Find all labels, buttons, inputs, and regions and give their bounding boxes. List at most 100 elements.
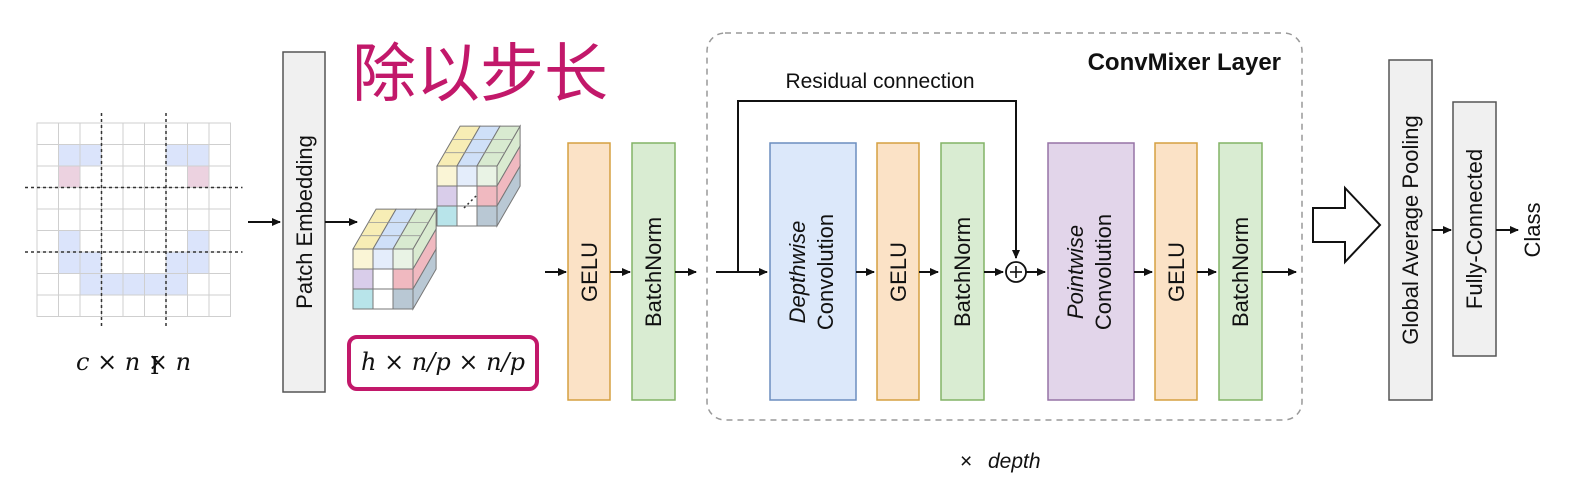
pixel-cell (101, 122, 124, 145)
pixel-cell (208, 122, 231, 145)
depthwise-label: Convolution (813, 214, 838, 330)
pixel-cell (101, 273, 124, 296)
pixel-cell (122, 294, 145, 317)
cube-front-cell (456, 205, 478, 227)
layer-batchnorm-1-label: BatchNorm (950, 217, 975, 327)
pixel-cell (165, 144, 188, 167)
pixel-cell (101, 144, 124, 167)
hollow-arrow-icon (1312, 185, 1382, 265)
pixel-cell (101, 208, 124, 231)
annotation-text: 除以步长 (352, 38, 608, 112)
pixel-cell (36, 187, 59, 210)
class-output-label: Class (1520, 202, 1545, 257)
pixel-cell (144, 273, 167, 296)
pixel-cell (79, 208, 102, 231)
pixel-cell (144, 144, 167, 167)
stem-batchnorm-label: BatchNorm (641, 217, 666, 327)
pixel-cell (165, 273, 188, 296)
pixel-cell (208, 187, 231, 210)
pixel-cell (165, 187, 188, 210)
cube-front-cell (392, 268, 414, 290)
cube-front-cell (436, 205, 458, 227)
input-shape-label: c × n × n I (76, 348, 191, 380)
pixel-cell (122, 144, 145, 167)
pixel-cell (165, 208, 188, 231)
embedded-shape-label: h × n/p × n/p (347, 335, 539, 391)
cube-front-cell (392, 288, 414, 310)
embedded-patches (352, 124, 521, 311)
pixel-cell (187, 230, 210, 253)
pixel-cell (58, 294, 81, 317)
fc-label: Fully-Connected (1462, 149, 1487, 309)
pixel-cell (58, 187, 81, 210)
pointwise-conv-block: Pointwise Convolution (1047, 142, 1135, 401)
pixel-cell (122, 273, 145, 296)
pixel-cell (79, 144, 102, 167)
stem-batchnorm-block: BatchNorm (631, 142, 676, 401)
pixel-cell (122, 187, 145, 210)
cube-front-tint (436, 165, 458, 187)
pointwise-label: Convolution (1091, 214, 1116, 330)
pixel-cell (58, 273, 81, 296)
input-shape-text: c × n × n (76, 348, 191, 376)
pixel-cell (208, 208, 231, 231)
pixel-cell (58, 208, 81, 231)
pixel-cell (144, 208, 167, 231)
cube-front-tint (352, 248, 374, 270)
pixel-cell (58, 122, 81, 145)
pixel-cell (187, 144, 210, 167)
pixel-cell (165, 122, 188, 145)
pixel-cell (79, 230, 102, 253)
stem-gelu-block: GELU (567, 142, 611, 401)
layer-gelu-2-block: GELU (1154, 142, 1198, 401)
pixel-cell (79, 187, 102, 210)
pixel-cell (36, 144, 59, 167)
pixel-cell (144, 187, 167, 210)
pixel-cell (187, 273, 210, 296)
pixel-cell (36, 208, 59, 231)
cube-front-cell (372, 288, 394, 310)
pooling-label: Global Average Pooling (1398, 115, 1423, 345)
cube-front-cell (352, 268, 374, 290)
pixel-cell (187, 294, 210, 317)
depth-repeat-label: × depth (960, 450, 1041, 473)
pixel-cell (208, 273, 231, 296)
cube-front-cell (476, 185, 498, 207)
text-cursor-icon: I (150, 352, 159, 380)
highlight-box (347, 335, 539, 391)
cube-front-cell (456, 185, 478, 207)
cube-front-tint (476, 165, 498, 187)
pixel-cell (58, 165, 81, 188)
convmixer-layer: ConvMixer Layer Residual connection Dept… (706, 32, 1303, 421)
cube-front-tint (456, 165, 478, 187)
layer-gelu-2-label: GELU (1164, 242, 1189, 302)
pixel-cell (165, 251, 188, 274)
input-image-grid (25, 113, 243, 329)
pixel-cell (208, 251, 231, 274)
pixel-cell (101, 230, 124, 253)
pixel-cell (36, 273, 59, 296)
layer-batchnorm-2-label: BatchNorm (1228, 217, 1253, 327)
pixel-cell (208, 230, 231, 253)
cube-front-tint (392, 248, 414, 270)
depthwise-label-italic: Depthwise (785, 221, 810, 324)
pixel-cell (122, 165, 145, 188)
pixel-cell (187, 165, 210, 188)
layer-gelu-1-label: GELU (886, 242, 911, 302)
depthwise-conv-block: Depthwise Convolution (769, 142, 857, 401)
pixel-cell (101, 187, 124, 210)
embedded-shape-text: h × n/p × n/p (361, 348, 525, 376)
layer-gelu-1-block: GELU (876, 142, 920, 401)
pixel-cell (101, 251, 124, 274)
pixel-cell (165, 230, 188, 253)
pixel-cell (208, 144, 231, 167)
pixel-cell (144, 294, 167, 317)
pixel-cell (208, 294, 231, 317)
cube-front-cell (436, 185, 458, 207)
pixel-cell (79, 165, 102, 188)
layer-title: ConvMixer Layer (1088, 49, 1281, 76)
pixel-cell (79, 294, 102, 317)
pixel-cell (36, 165, 59, 188)
pixel-cell (122, 230, 145, 253)
